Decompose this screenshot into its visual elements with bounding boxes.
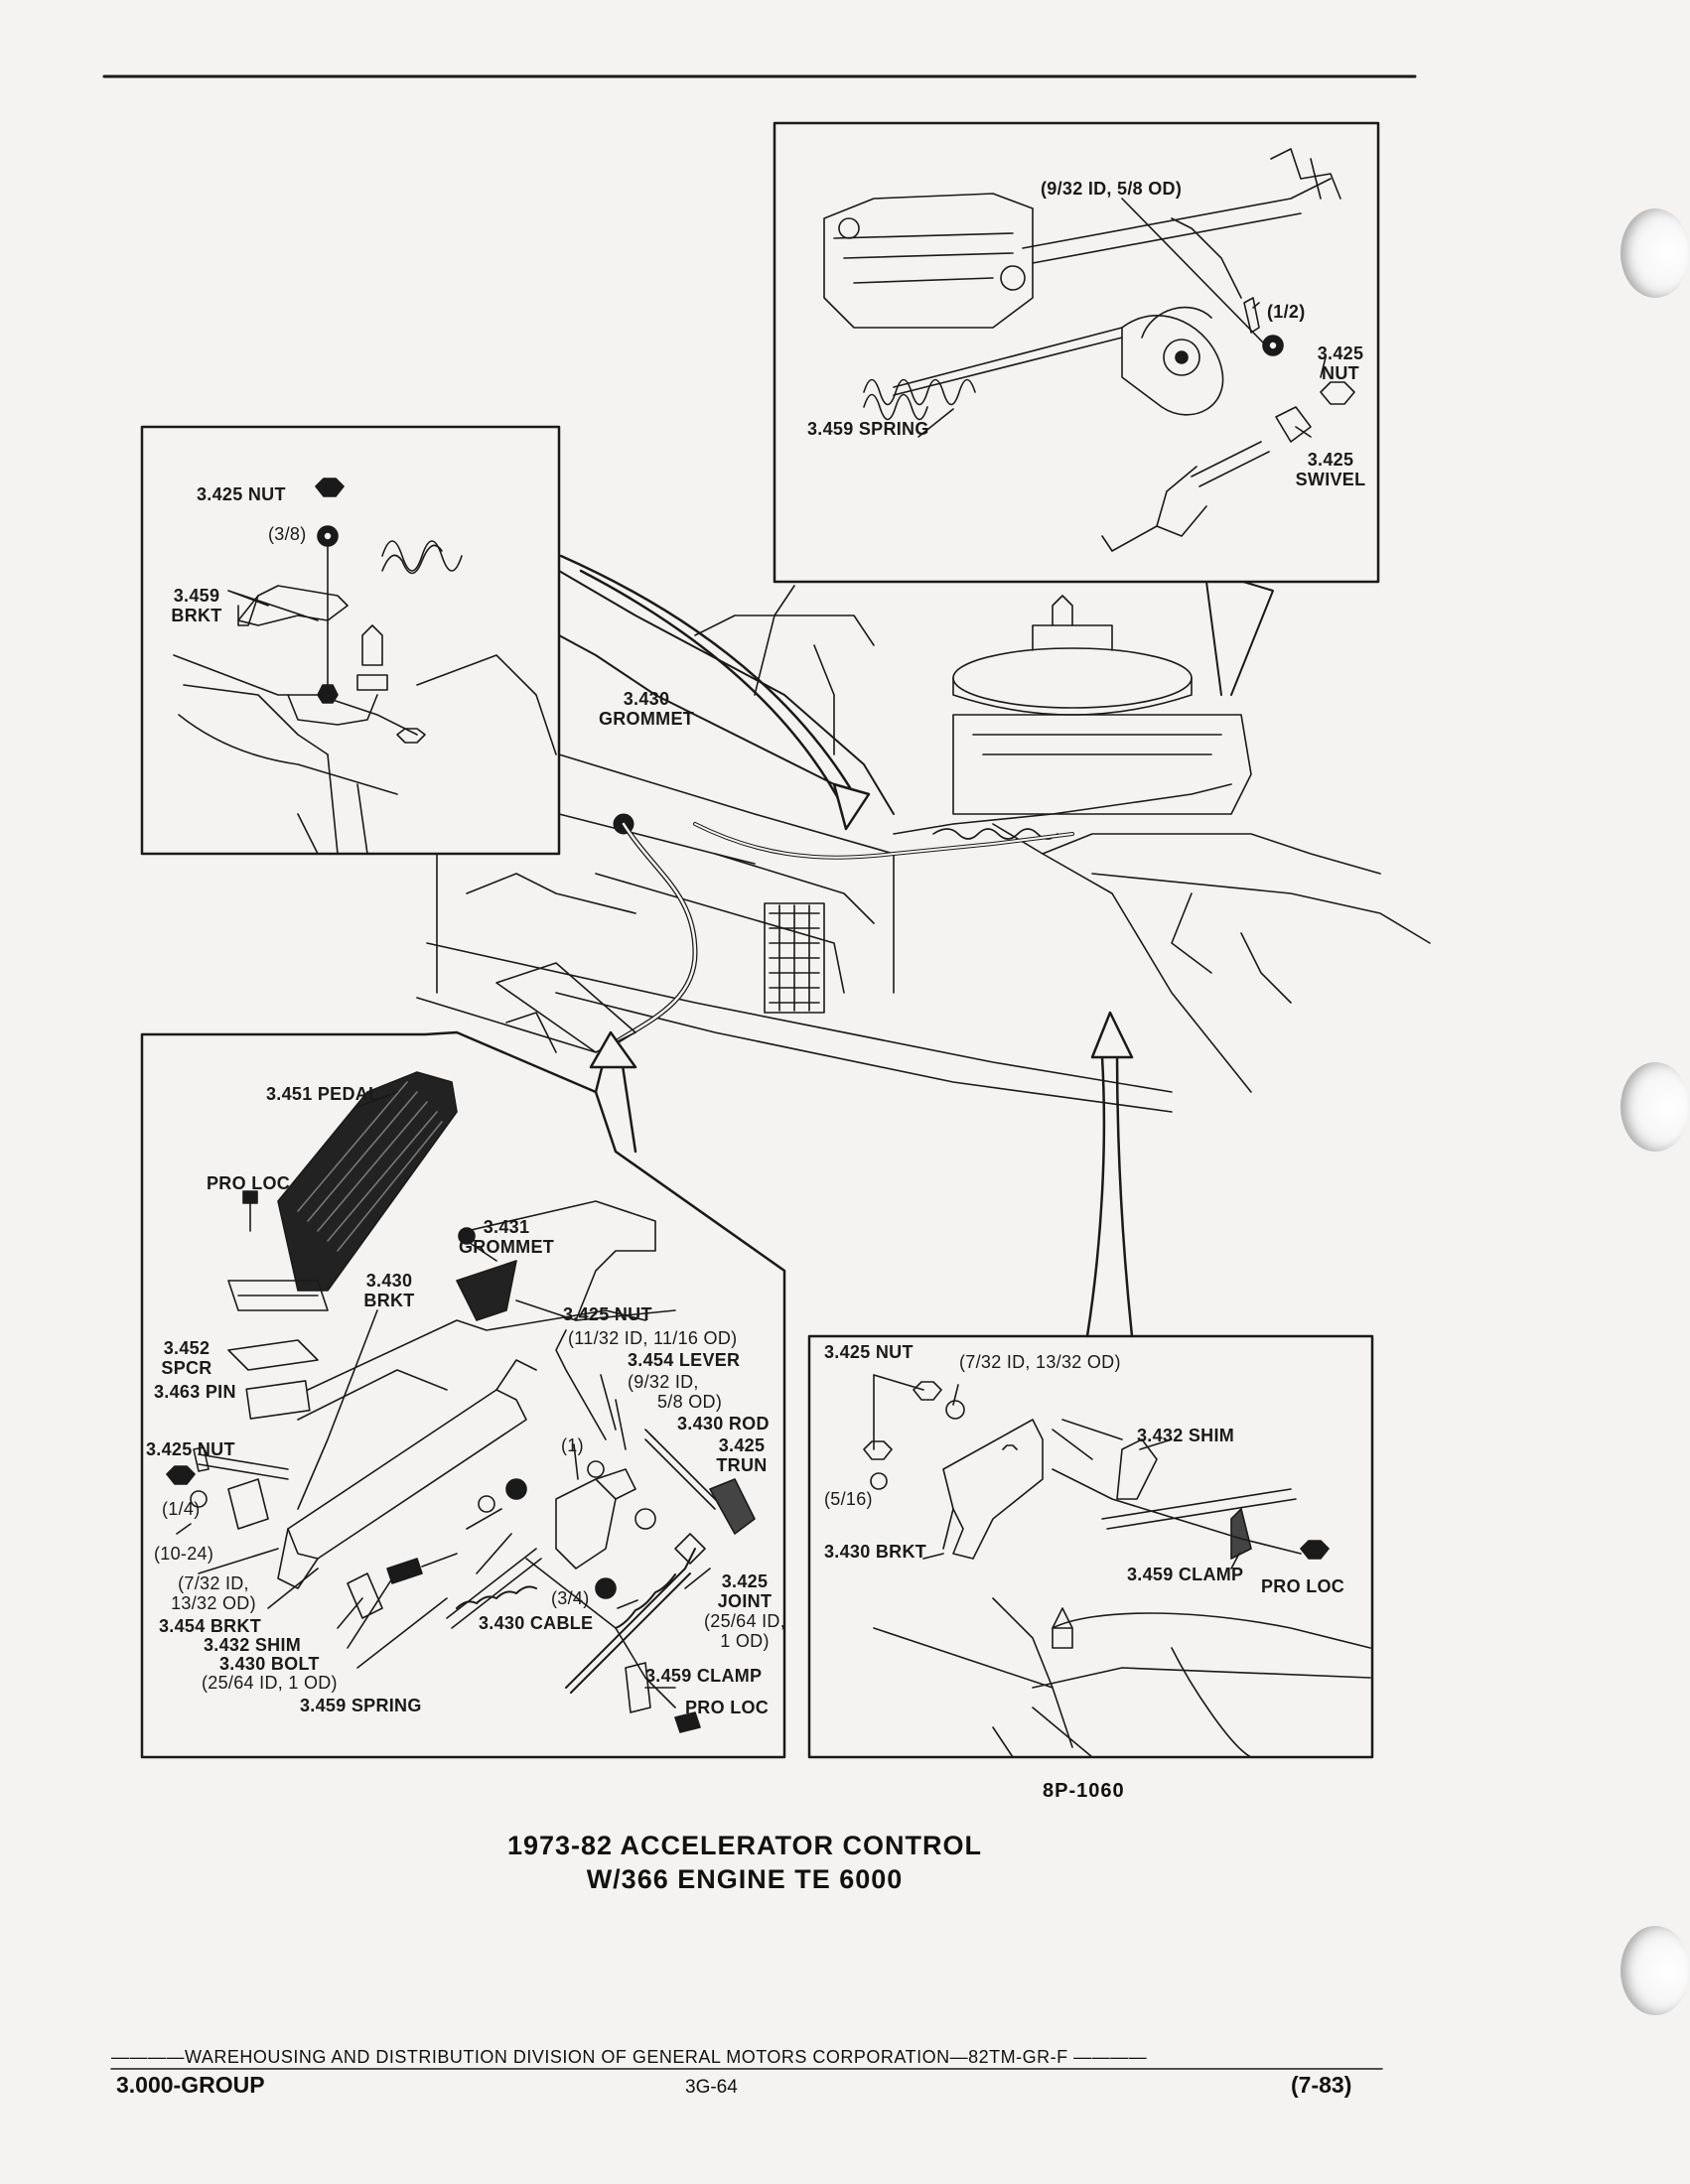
label-pedal-joint-size2: 1 OD)	[720, 1631, 770, 1651]
binder-hole-bottom	[1620, 1926, 1690, 2015]
label-pedal-brkt-number: 3.430	[365, 1271, 413, 1291]
label-carb-pin-size: (1/2)	[1267, 302, 1306, 322]
label-pedal-size-1: (1)	[561, 1435, 584, 1455]
main-engine-view	[416, 585, 1431, 1113]
label-pedal-trun-name: TRUN	[716, 1455, 768, 1475]
footer-division-line: ————WAREHOUSING AND DISTRIBUTION DIVISIO…	[111, 2047, 1148, 2067]
label-bracket-brkt: 3.459 BRKT	[167, 586, 226, 625]
label-pedal-bolt-size: (25/64 ID, 1 OD)	[202, 1673, 338, 1693]
label-main-grommet-name: GROMMET	[598, 709, 695, 729]
label-pedal-brkt-454: 3.454 BRKT	[159, 1616, 262, 1636]
label-pedal-brkt-name: BRKT	[363, 1291, 415, 1310]
label-pedal-pro-loc-top: PRO LOC	[207, 1173, 291, 1193]
label-pedal-size-1-4: (1/4)	[162, 1499, 201, 1519]
inset-frame-pedal	[140, 1030, 786, 1759]
label-pedal-spcr: 3.452 SPCR	[157, 1338, 216, 1378]
label-bracket-brkt-number: 3.459	[173, 586, 220, 606]
inset-frame-mount	[807, 1334, 1374, 1759]
label-pedal-washer-7-32-line1: (7/32 ID,	[178, 1573, 249, 1593]
figure-caption-line2: W/366 ENGINE TE 6000	[586, 1864, 904, 1894]
label-pedal-shim: 3.432 SHIM	[204, 1635, 302, 1655]
figure-caption-line1: 1973-82 ACCELERATOR CONTROL	[506, 1831, 983, 1860]
label-pedal-washer-9-32-line1: (9/32 ID,	[628, 1372, 699, 1392]
binder-hole-middle	[1620, 1062, 1690, 1152]
label-mount-brkt: 3.430 BRKT	[824, 1542, 927, 1562]
label-pedal-washer-9-32-line2: 5/8 OD)	[657, 1392, 723, 1412]
label-mount-size-5-16: (5/16)	[824, 1489, 873, 1509]
label-mount-shim: 3.432 SHIM	[1137, 1426, 1235, 1445]
label-pedal-washer-7-32: (7/32 ID, 13/32 OD)	[159, 1573, 268, 1613]
label-pedal-clamp: 3.459 CLAMP	[645, 1666, 763, 1686]
label-carb-nut: 3.425 NUT	[1311, 343, 1370, 383]
label-pedal-pro-loc-bottom: PRO LOC	[685, 1698, 770, 1717]
label-bracket-brkt-name: BRKT	[171, 606, 222, 625]
figure-number: 8P-1060	[1043, 1780, 1125, 1802]
label-pedal-lever: 3.454 LEVER	[628, 1350, 741, 1370]
label-pedal-joint-number: 3.425	[721, 1571, 769, 1591]
label-carb-washer-size: (9/32 ID, 5/8 OD)	[1041, 179, 1183, 199]
label-pedal-pin: 3.463 PIN	[154, 1382, 236, 1402]
bracket-inset-art	[173, 478, 557, 855]
label-pedal-size-3-4: (3/4)	[551, 1588, 590, 1608]
footer-page-number: 3G-64	[685, 2077, 738, 2098]
inset-frame-carburetor	[773, 121, 1380, 584]
label-pedal-trun: 3.425 TRUN	[707, 1435, 776, 1475]
label-pedal-joint-size1: (25/64 ID,	[703, 1611, 786, 1631]
label-mount-pro-loc: PRO LOC	[1261, 1576, 1345, 1596]
label-pedal-joint-name: JOINT	[717, 1591, 773, 1611]
label-main-grommet: 3.430 GROMMET	[592, 689, 701, 729]
label-carb-swivel: 3.425 SWIVEL	[1291, 450, 1370, 489]
label-pedal-grommet: 3.431 GROMMET	[452, 1217, 561, 1257]
label-pedal-rod: 3.430 ROD	[677, 1414, 770, 1433]
label-pedal: 3.451 PEDAL	[266, 1084, 380, 1104]
label-bracket-washer-size: (3/8)	[268, 524, 307, 544]
label-pedal-spring: 3.459 SPRING	[300, 1696, 422, 1715]
label-pedal-washer-7-32-line2: 13/32 OD)	[171, 1593, 256, 1613]
label-carb-swivel-name: SWIVEL	[1295, 470, 1366, 489]
label-bracket-nut: 3.425 NUT	[197, 484, 286, 504]
label-mount-clamp: 3.459 CLAMP	[1127, 1565, 1244, 1584]
label-pedal-spcr-name: SPCR	[161, 1358, 212, 1378]
inset-frame-bracket	[140, 425, 561, 856]
binder-hole-top	[1620, 208, 1690, 298]
label-mount-nut: 3.425 NUT	[824, 1342, 914, 1362]
label-pedal-grommet-number: 3.431	[483, 1217, 530, 1237]
label-carb-swivel-number: 3.425	[1307, 450, 1354, 470]
label-pedal-spcr-number: 3.452	[163, 1338, 211, 1358]
label-main-grommet-number: 3.430	[623, 689, 670, 709]
label-pedal-washer-9-32: (9/32 ID, 5/8 OD)	[628, 1372, 722, 1412]
pedal-inset-art	[166, 1071, 756, 1733]
label-pedal-nut-left: 3.425 NUT	[146, 1439, 235, 1459]
footer-date: (7-83)	[1291, 2072, 1352, 2098]
label-pedal-brkt: 3.430 BRKT	[359, 1271, 419, 1310]
label-mount-washer-size: (7/32 ID, 13/32 OD)	[959, 1352, 1121, 1372]
label-pedal-size-10-24: (10-24)	[154, 1544, 214, 1564]
label-carb-spring: 3.459 SPRING	[807, 419, 929, 439]
label-pedal-trun-number: 3.425	[718, 1435, 766, 1455]
footer-group: 3.000-GROUP	[116, 2072, 265, 2098]
mount-inset-art	[863, 1374, 1371, 1758]
label-carb-nut-name: NUT	[1322, 363, 1359, 383]
label-pedal-bolt: 3.430 BOLT	[219, 1654, 320, 1674]
carburetor-inset-art	[823, 148, 1355, 552]
label-pedal-washer-11-32: (11/32 ID, 11/16 OD)	[568, 1328, 738, 1348]
label-pedal-nut-top: 3.425 NUT	[563, 1304, 652, 1324]
label-pedal-cable: 3.430 CABLE	[479, 1613, 594, 1633]
label-pedal-grommet-name: GROMMET	[458, 1237, 555, 1257]
label-carb-nut-number: 3.425	[1317, 343, 1364, 363]
label-pedal-joint: 3.425 JOINT (25/64 ID, 1 OD)	[695, 1571, 794, 1651]
